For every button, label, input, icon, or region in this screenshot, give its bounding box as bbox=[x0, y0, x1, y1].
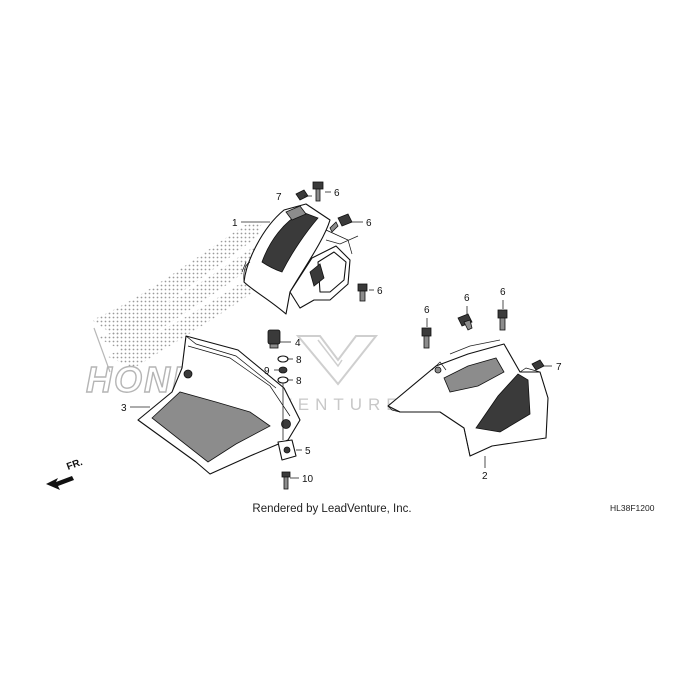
callout-6-side-left: 6 bbox=[424, 305, 430, 316]
callout-4: 4 bbox=[295, 338, 301, 349]
collar-9 bbox=[278, 366, 288, 374]
callout-6-upper-right: 6 bbox=[366, 218, 372, 229]
callout-10: 10 bbox=[302, 474, 314, 485]
front-direction-indicator: FR. bbox=[46, 457, 84, 490]
bolt-6-top bbox=[312, 181, 324, 202]
bolt-6-side-left bbox=[421, 327, 432, 349]
callout-6-side-right: 6 bbox=[500, 287, 506, 298]
callout-6-bracket: 6 bbox=[377, 286, 383, 297]
callout-6-top: 6 bbox=[334, 188, 340, 199]
bolt-6-side-middle bbox=[457, 313, 473, 331]
callout-7-left: 7 bbox=[276, 192, 282, 203]
bolt-6-upper-right bbox=[329, 213, 353, 233]
honda-wing-logo: HONDA bbox=[85, 222, 272, 401]
diagram-code: HL38F1200 bbox=[610, 503, 655, 513]
callout-5: 5 bbox=[305, 446, 311, 457]
callout-1: 1 bbox=[232, 218, 238, 229]
grommet-4 bbox=[267, 329, 281, 349]
mount-rubber-5 bbox=[277, 439, 297, 461]
callout-3: 3 bbox=[121, 403, 127, 414]
callout-8-lower: 8 bbox=[296, 376, 302, 387]
callout-8-upper: 8 bbox=[296, 355, 302, 366]
callout-2: 2 bbox=[482, 471, 488, 482]
side-cover-part-2 bbox=[387, 343, 549, 457]
bolt-6-side-right bbox=[497, 309, 508, 331]
callout-6-side-middle: 6 bbox=[464, 293, 470, 304]
front-direction-label: FR. bbox=[65, 457, 84, 473]
render-credit: Rendered by LeadVenture, Inc. bbox=[252, 503, 412, 515]
front-arrow-icon bbox=[46, 476, 74, 490]
washer-8-lower bbox=[277, 376, 289, 384]
bolt-6-bracket bbox=[357, 283, 368, 302]
washer-8-upper bbox=[277, 355, 289, 363]
clip-7-right bbox=[531, 359, 545, 371]
clip-7-left bbox=[295, 189, 309, 201]
callout-9: 9 bbox=[264, 366, 270, 377]
front-hood-part-3 bbox=[137, 335, 301, 475]
screw-10 bbox=[281, 471, 291, 490]
upper-cover-part-1 bbox=[241, 203, 353, 315]
leader-lines bbox=[130, 191, 552, 479]
callout-7-right: 7 bbox=[556, 362, 562, 373]
